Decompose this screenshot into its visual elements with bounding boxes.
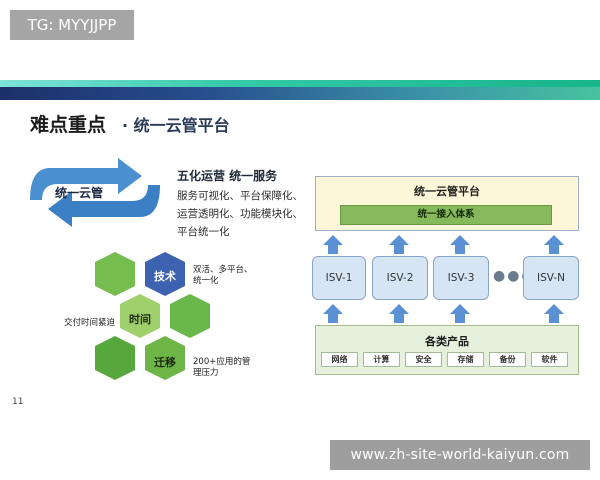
arrow-up-icon — [544, 235, 564, 254]
slide-title: 难点重点 — [30, 114, 107, 136]
arrow-up-icon — [450, 235, 470, 254]
arrow-up-icon — [323, 235, 343, 254]
hexagon-time — [120, 294, 160, 338]
arrows-from-products — [323, 304, 564, 323]
platform-title: 统一云管平台 — [414, 185, 480, 198]
hex-label-tech: 技术 — [154, 270, 176, 283]
left-line-1: 服务可视化、平台保障化、 — [177, 190, 303, 202]
arrows-to-platform — [323, 235, 564, 254]
hexagon-tech — [145, 252, 185, 296]
hexagon-cluster — [95, 252, 210, 380]
page-number: 11 — [12, 397, 24, 407]
hexagon-bottom-left — [95, 336, 135, 380]
product-chip-software: 软件 — [531, 352, 568, 367]
arrow-up-icon — [389, 304, 409, 323]
product-chip-backup: 备份 — [489, 352, 526, 367]
arrow-up-icon — [544, 304, 564, 323]
header-band — [0, 87, 600, 100]
header-accent-band — [0, 80, 600, 87]
arrow-up-icon — [450, 304, 470, 323]
arrow-up-icon — [389, 235, 409, 254]
left-line-3: 平台统一化 — [177, 226, 230, 238]
left-heading: 五化运营 统一服务 — [177, 169, 278, 183]
cycle-label: 统一云管 — [55, 186, 104, 200]
time-note: 交付时间紧迫 — [64, 318, 116, 328]
cycle-arrows-icon — [30, 158, 160, 227]
product-chip-storage: 存储 — [447, 352, 484, 367]
product-chip-network: 网络 — [321, 352, 358, 367]
watermark-top: TG: MYYJJPP — [10, 10, 134, 40]
products-title: 各类产品 — [425, 335, 469, 348]
migration-note: 200+应用的管 理压力 — [193, 357, 251, 378]
hex-label-migration: 迁移 — [154, 356, 176, 369]
slide-subtitle: · 统一云管平台 — [122, 116, 230, 135]
product-chip-security: 安全 — [405, 352, 442, 367]
left-line-2: 运营透明化、功能模块化、 — [177, 208, 303, 220]
product-chip-compute: 计算 — [363, 352, 400, 367]
tech-note: 双活、多平台、 统一化 — [193, 265, 253, 286]
isv-box-n: ISV-N — [523, 256, 579, 300]
watermark-bottom: www.zh-site-world-kaiyun.com — [330, 440, 590, 470]
isv-box-1: ISV-1 — [312, 256, 366, 300]
isv-box-2: ISV-2 — [372, 256, 428, 300]
unified-access-system: 统一接入体系 — [340, 205, 552, 225]
isv-box-3: ISV-3 — [433, 256, 489, 300]
hexagon-migration — [145, 336, 185, 380]
hexagon-mid-right — [170, 294, 210, 338]
arrow-up-icon — [323, 304, 343, 323]
hex-label-time: 时间 — [129, 313, 151, 326]
hexagon-top-left — [95, 252, 135, 296]
